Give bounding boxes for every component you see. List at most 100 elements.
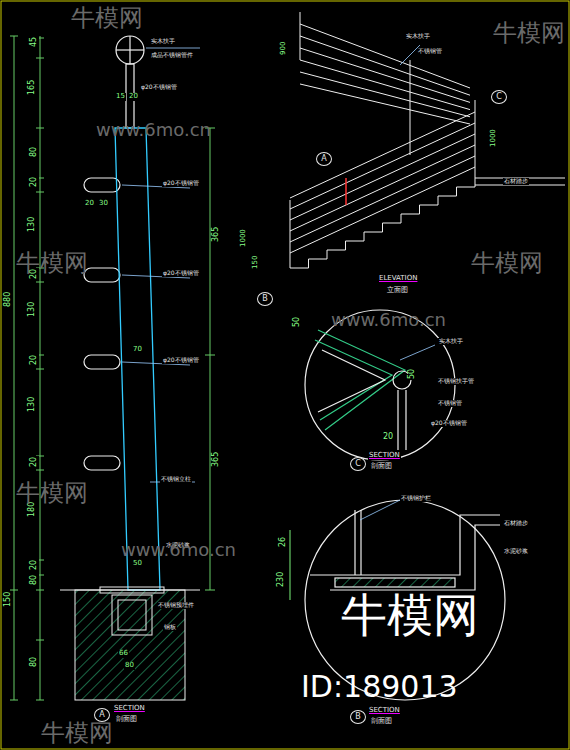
dimension: 20 — [30, 559, 39, 571]
dimension: 1000 — [490, 128, 498, 148]
stroke — [300, 36, 470, 95]
stroke — [36, 58, 44, 59]
annotation: 20 — [128, 93, 139, 101]
stroke — [36, 128, 44, 129]
stroke — [290, 134, 475, 220]
annotation: 30 — [98, 200, 109, 208]
stroke — [475, 178, 476, 187]
stroke — [290, 167, 475, 253]
callout-letter: C — [491, 90, 507, 104]
stroke — [419, 205, 420, 214]
annotation: φ20不锈钢管 — [162, 180, 200, 187]
annotation: 石材踏步 — [503, 178, 529, 185]
dimension: 150 — [4, 591, 13, 608]
annotation: SECTION — [368, 707, 401, 715]
dimension: 45 — [30, 36, 39, 48]
dimension: 365 — [212, 451, 221, 468]
stroke — [457, 187, 476, 188]
annotation: 成品不锈钢管件 — [150, 52, 194, 59]
watermark: 牛模网 — [15, 250, 89, 276]
stroke — [364, 232, 365, 241]
stroke — [36, 640, 44, 641]
annotation: 80 — [124, 662, 135, 670]
annotation: 50 — [132, 560, 143, 568]
annotation: φ20不锈钢管 — [430, 420, 468, 427]
stroke — [438, 196, 457, 197]
stroke — [10, 36, 18, 37]
annotation: 15 — [115, 93, 126, 101]
stroke — [382, 223, 383, 232]
dimension: 50 — [408, 368, 417, 380]
annotation: SECTION — [113, 705, 146, 713]
dimension: 130 — [28, 301, 37, 318]
annotation: 不锈钢预埋件 — [157, 602, 195, 609]
dimension: 20 — [30, 176, 39, 188]
watermark: www.6mo.cn — [330, 310, 447, 330]
stroke — [401, 214, 402, 223]
dimension: 50 — [293, 316, 302, 328]
stroke — [36, 470, 44, 471]
stroke — [345, 241, 346, 250]
dimension: 230 — [277, 571, 286, 588]
callout-letter: C — [350, 457, 366, 471]
annotation: 20 — [382, 433, 394, 442]
stroke — [300, 84, 470, 124]
annotation: 66 — [118, 650, 129, 658]
annotation: 20 — [84, 200, 95, 208]
stroke — [327, 250, 346, 251]
watermark: ID:189013 — [300, 670, 459, 703]
stroke — [438, 196, 439, 205]
watermark: 牛模网 — [15, 480, 89, 506]
stroke — [308, 259, 309, 268]
stroke — [290, 123, 475, 209]
dimension: 20 — [30, 456, 39, 468]
dimension: 80 — [30, 656, 39, 668]
stroke — [36, 192, 44, 193]
dimension: 20 — [30, 354, 39, 366]
callout-letter: B — [350, 710, 366, 724]
stroke — [383, 223, 402, 224]
stroke — [300, 60, 470, 110]
annotation: 剖面图 — [115, 716, 138, 724]
dimension: 80 — [30, 146, 39, 158]
stroke — [36, 282, 44, 283]
annotation: 剖面图 — [370, 718, 393, 726]
stroke — [10, 700, 18, 701]
stroke — [290, 268, 309, 269]
dimension: 150 — [252, 255, 260, 270]
dimension: 900 — [280, 41, 288, 56]
dimension: 880 — [4, 291, 13, 308]
annotation: 不锈钢立柱 — [160, 476, 192, 483]
annotation: ELEVATION — [378, 275, 418, 283]
annotation: 剖面图 — [370, 463, 393, 471]
callout-letter: A — [316, 152, 332, 166]
watermark: 牛模网 — [470, 250, 544, 276]
annotation: 钢板 — [163, 624, 177, 631]
annotation: 石材踏步 — [503, 520, 529, 527]
stroke — [327, 250, 328, 259]
annotation: 实木扶手 — [405, 33, 431, 40]
stroke — [36, 700, 44, 701]
callout-letter: B — [257, 292, 273, 306]
watermark: 牛模网 — [492, 20, 566, 46]
annotation: 不锈钢扶手管 — [437, 378, 475, 385]
stroke — [364, 232, 383, 233]
annotation: 不锈钢护栏 — [400, 495, 432, 502]
annotation: φ20不锈钢管 — [162, 357, 200, 364]
annotation: φ20不锈钢管 — [140, 84, 178, 91]
annotation: 不锈钢管 — [417, 48, 443, 55]
watermark: 牛模网 — [340, 590, 480, 641]
annotation: 实木扶手 — [150, 38, 176, 45]
dimension: 26 — [279, 536, 288, 548]
watermark: 牛模网 — [40, 720, 114, 746]
stroke — [290, 145, 475, 231]
annotation: 水泥砂浆 — [503, 548, 529, 555]
dimension: 80 — [30, 574, 39, 586]
stroke — [346, 241, 365, 242]
stroke — [300, 72, 470, 117]
stroke — [36, 590, 44, 591]
annotation: φ20不锈钢管 — [162, 270, 200, 277]
watermark: www.6mo.cn — [95, 120, 212, 140]
dimension: 130 — [28, 396, 37, 413]
